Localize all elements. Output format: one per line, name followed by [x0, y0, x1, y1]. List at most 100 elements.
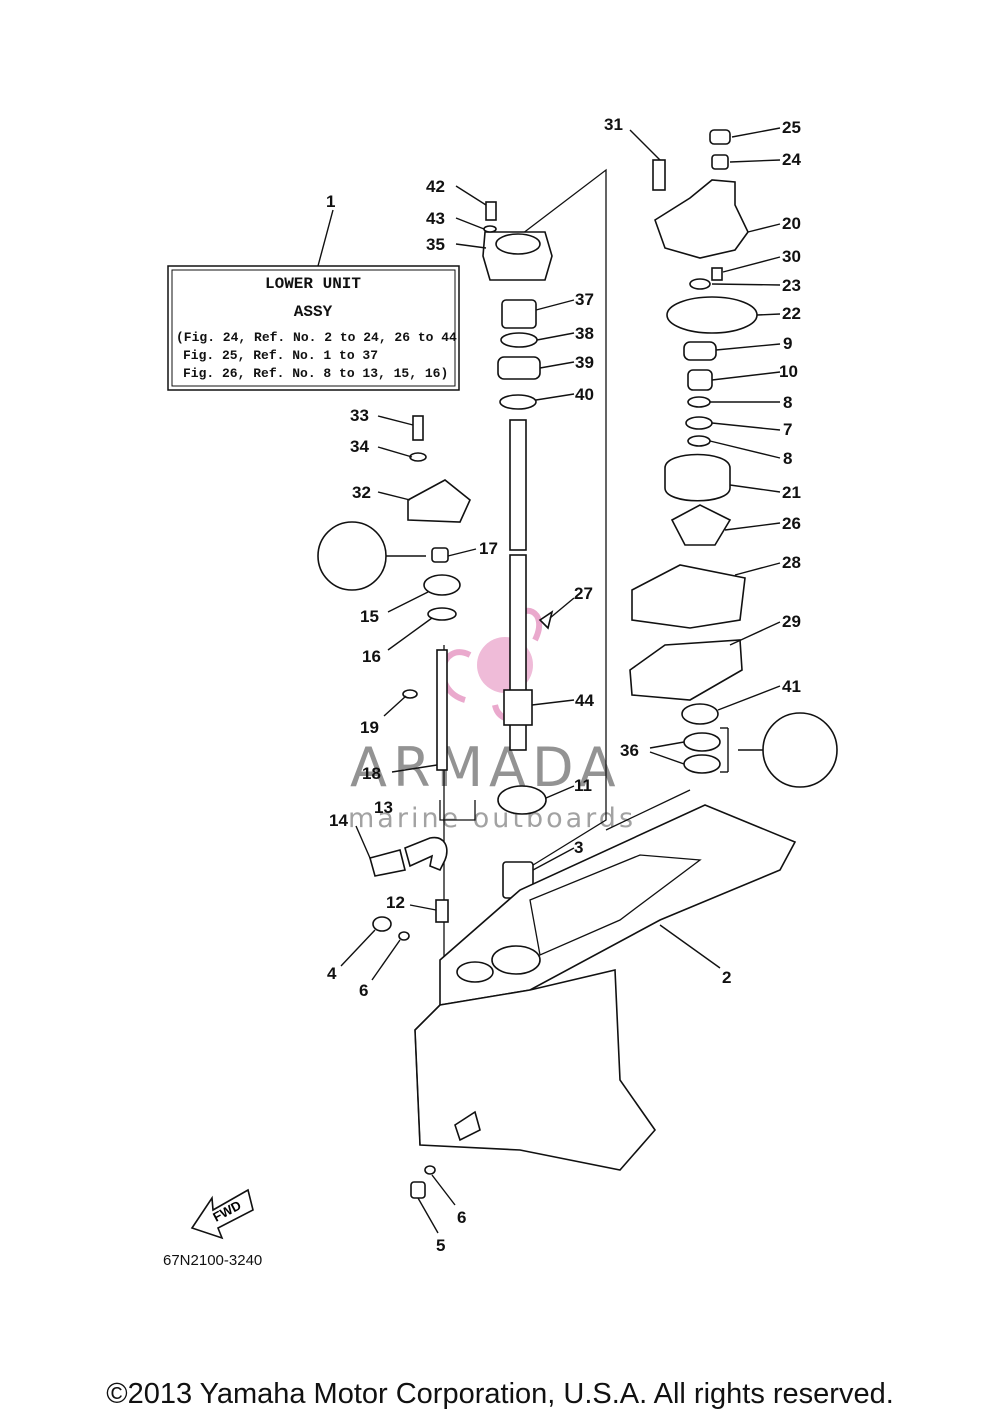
water-pump-assembly	[629, 129, 838, 788]
callout-36: 36	[620, 741, 639, 760]
part-21-insert	[664, 453, 731, 502]
seal-detail-circle	[762, 712, 838, 788]
fwd-arrow: FWD	[190, 1188, 254, 1240]
part-16-oring	[427, 607, 457, 621]
callout-6a: 6	[359, 981, 368, 1000]
callout-4: 4	[327, 964, 337, 983]
callout-37: 37	[575, 290, 594, 309]
part-13-hose	[404, 836, 448, 872]
watermark-tagline: marine outboards	[348, 803, 636, 834]
part-33-bolt	[412, 415, 424, 441]
callout-31: 31	[604, 115, 623, 134]
callout-25: 25	[782, 118, 801, 137]
label-title-1: LOWER UNIT	[265, 275, 361, 293]
part-32-bracket	[407, 479, 471, 523]
part-37-bushing	[501, 299, 537, 329]
callout-14: 14	[329, 811, 348, 830]
callout-16: 16	[362, 647, 381, 666]
part-36-seal-a	[683, 732, 721, 752]
callout-19: 19	[360, 718, 379, 737]
callout-15: 15	[360, 607, 379, 626]
part-26-impeller	[670, 504, 732, 546]
part-8-washer-a	[687, 396, 711, 408]
label-title-2: ASSY	[294, 303, 333, 321]
callout-22: 22	[782, 304, 801, 323]
part-24-grommet	[711, 154, 729, 170]
part-2-lower-case	[414, 804, 797, 1171]
callout-24: 24	[782, 150, 801, 169]
callout-11: 11	[574, 776, 592, 795]
callout-20: 20	[782, 214, 801, 233]
part-38-ring	[500, 332, 538, 348]
part-14-fitting	[369, 849, 406, 877]
part-30-pin	[711, 267, 723, 281]
part-15-bushing	[423, 574, 461, 596]
callout-35: 35	[426, 235, 445, 254]
shift-rod-assembly	[317, 415, 471, 1199]
part-17-seal	[431, 547, 449, 563]
callout-33: 33	[350, 406, 369, 425]
watermark: ARMADA marine outboards	[348, 607, 636, 834]
label-line-2: Fig. 25, Ref. No. 1 to 37	[183, 348, 378, 363]
part-27-key	[538, 610, 554, 630]
callout-8a: 8	[783, 393, 792, 412]
seal-detail-circle-left	[317, 521, 387, 591]
part-40-oring	[499, 394, 537, 410]
callout-41: 41	[782, 677, 801, 696]
callout-44: 44	[575, 691, 594, 710]
callout-43: 43	[426, 209, 445, 228]
callout-7: 7	[783, 420, 792, 439]
callout-27: 27	[574, 584, 593, 603]
part-7-washer	[685, 416, 713, 430]
callout-2: 2	[722, 968, 731, 987]
drive-shaft-assembly	[482, 201, 554, 899]
part-6-gasket-b	[424, 1165, 436, 1175]
part-22-oring	[666, 296, 758, 334]
callout-6b: 6	[457, 1208, 466, 1227]
part-29-gasket	[629, 639, 743, 701]
part-31-bolt	[652, 159, 666, 191]
part-39-seal	[497, 356, 541, 380]
callout-26: 26	[782, 514, 801, 533]
part-11-sleeve	[497, 785, 547, 815]
label-line-3: Fig. 26, Ref. No. 8 to 13, 15, 16)	[183, 366, 448, 381]
part-42-bolt	[485, 201, 497, 221]
label-line-1: (Fig. 24, Ref. No. 2 to 24, 26 to 44	[176, 330, 457, 345]
callout-10: 10	[779, 362, 798, 381]
callout-8b: 8	[783, 449, 792, 468]
drive-shaft-upper	[509, 419, 527, 551]
part-44-pinion-area	[503, 689, 533, 726]
copyright-notice: ©2013 Yamaha Motor Corporation, U.S.A. A…	[106, 1378, 894, 1410]
part-23-oring	[689, 278, 711, 290]
part-8-washer-b	[687, 435, 711, 447]
part-5-plug	[410, 1181, 426, 1199]
callout-12: 12	[386, 893, 405, 912]
callout-23: 23	[782, 276, 801, 295]
leader-lines	[340, 127, 781, 1234]
part-6-gasket-a	[398, 931, 410, 941]
callout-38: 38	[575, 324, 594, 343]
part-18-shift-rod	[436, 649, 448, 771]
callout-40: 40	[575, 385, 594, 404]
callout-21: 21	[782, 483, 801, 502]
callout-42: 42	[426, 177, 445, 196]
callout-1: 1	[326, 192, 335, 211]
callout-3: 3	[574, 838, 583, 857]
callout-9: 9	[783, 334, 792, 353]
callout-numbers: 1 2 3 4 5 6 6 7 8 8 9 10 11 12 13 14 15 …	[326, 115, 801, 1255]
callout-29: 29	[782, 612, 801, 631]
part-36-seal-b	[683, 754, 721, 774]
callout-28: 28	[782, 553, 801, 572]
callout-5: 5	[436, 1236, 445, 1255]
part-4-plug	[372, 916, 392, 932]
part-43-washer	[483, 225, 497, 233]
callout-13: 13	[374, 798, 393, 817]
callout-32: 32	[352, 483, 371, 502]
callout-18: 18	[362, 764, 381, 783]
label-box: LOWER UNIT ASSY (Fig. 24, Ref. No. 2 to …	[167, 209, 460, 391]
part-20-pump-housing	[654, 179, 749, 259]
part-12-fitting	[435, 899, 449, 923]
callout-39: 39	[575, 353, 594, 372]
part-19-clip	[402, 689, 418, 699]
part-code: 67N2100-3240	[163, 1252, 262, 1269]
